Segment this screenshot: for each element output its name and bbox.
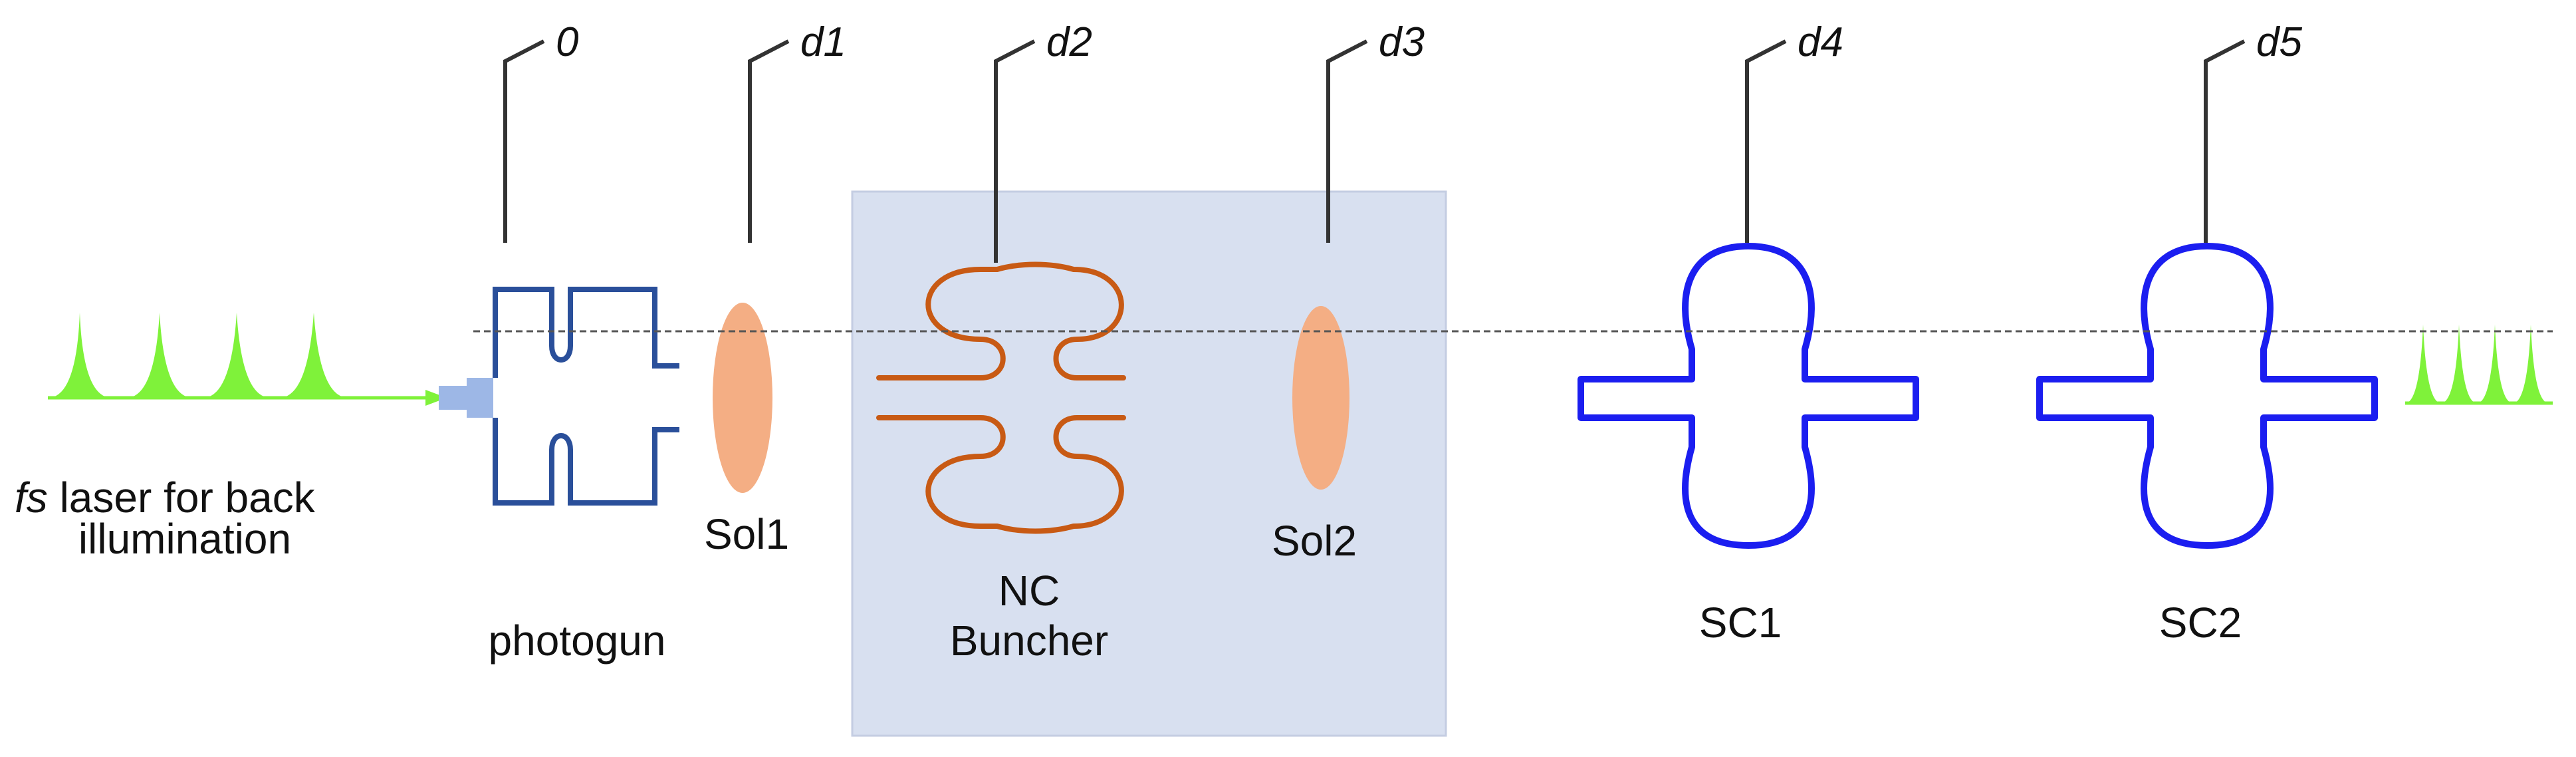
green-pulse-icon: [2477, 325, 2513, 403]
laser-label-line2: illumination: [78, 515, 291, 563]
buncher-section-box: [851, 190, 1447, 737]
green-pulse-icon: [2513, 325, 2549, 403]
green-pulse-icon: [203, 313, 271, 398]
sol1-label: Sol1: [704, 510, 789, 558]
green-pulse-icon: [48, 313, 112, 398]
buncher-top-half: [876, 261, 1126, 380]
photocathode-plug-inner: [467, 378, 493, 418]
sc1-label: SC1: [1699, 599, 1782, 647]
photocathode-plug: [439, 386, 467, 410]
leader-line-d1: [748, 39, 790, 243]
tag-d4: d4: [1798, 19, 1843, 65]
buncher-cavity-icon: [876, 261, 1126, 534]
leader-line-0: [503, 39, 545, 243]
leader-line-d4: [1745, 39, 1787, 243]
laser-arrow-head: [425, 390, 447, 406]
sol2-label: Sol2: [1272, 517, 1357, 565]
buncher-label-line2: Buncher: [950, 617, 1108, 665]
green-pulse-icon: [279, 313, 348, 398]
tag-d3: d3: [1379, 19, 1425, 65]
green-pulse-icon: [126, 313, 193, 398]
tag-d5: d5: [2256, 19, 2302, 65]
photogun-cavity-icon: [439, 287, 679, 506]
output-pulse-train: [2405, 325, 2553, 405]
superconducting-cavity-icon: [2036, 243, 2378, 549]
laser-label-rest: laser for back: [48, 474, 316, 522]
leader-line-d2: [994, 39, 1036, 263]
photogun-bottom-half: [493, 418, 679, 506]
sc1-outline: [1578, 243, 1919, 549]
solenoid-lens-icon: [713, 303, 772, 493]
tag-d1: d1: [800, 19, 846, 65]
leader-line-d5: [2204, 39, 2246, 243]
buncher-bottom-half: [876, 415, 1126, 534]
laser-label-italic: fs: [15, 474, 48, 522]
green-pulse-icon: [2441, 325, 2477, 403]
leader-lines: [503, 39, 2246, 263]
solenoid-lens-icon: [1292, 306, 1349, 490]
sc2-label: SC2: [2159, 599, 2242, 647]
photogun-label: photogun: [489, 617, 666, 665]
superconducting-cavity-icon: [1578, 243, 1919, 549]
sc2-outline: [2036, 243, 2378, 549]
buncher-label-line1: NC: [998, 567, 1060, 615]
photogun-top-half: [493, 287, 679, 378]
green-pulse-icon: [2405, 325, 2441, 403]
leader-line-d3: [1326, 39, 1368, 243]
laser-label-line1: fs laser for back: [15, 474, 316, 522]
tag-0: 0: [556, 19, 578, 65]
tag-d2: d2: [1046, 19, 1092, 65]
laser-pulse-train: [48, 313, 447, 406]
